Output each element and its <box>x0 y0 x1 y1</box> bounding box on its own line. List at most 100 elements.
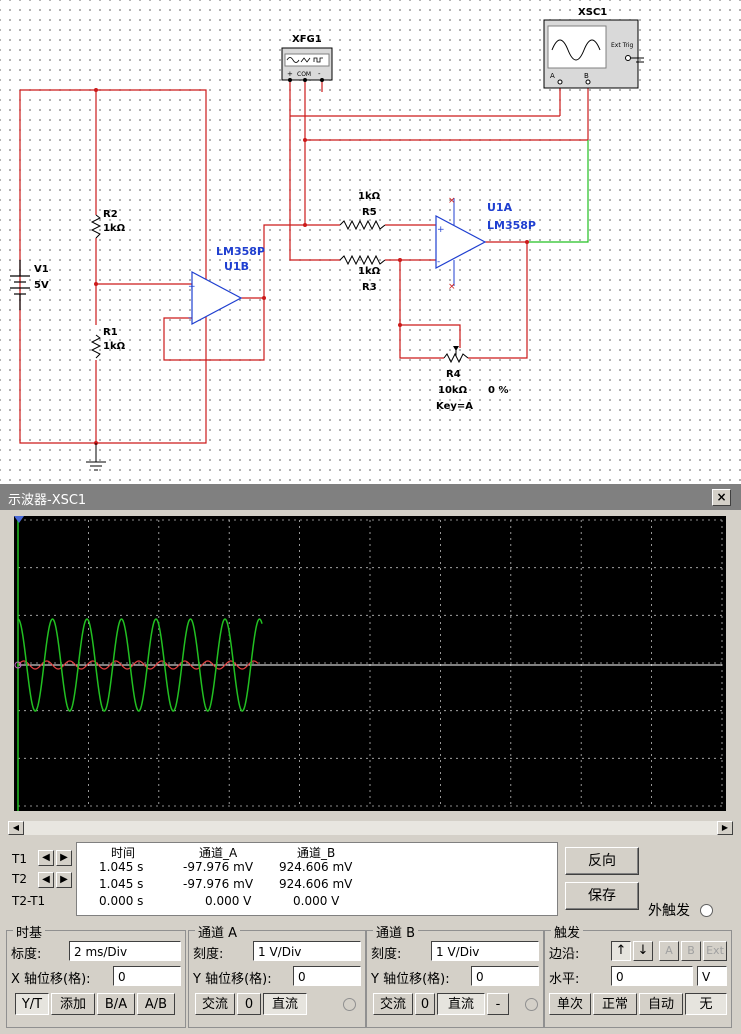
channel-b-dc-button[interactable]: 直流 <box>437 993 485 1015</box>
trigger-source-a-button[interactable]: A <box>659 941 679 961</box>
channel-a-ypos-field[interactable]: 0 <box>293 966 361 986</box>
resistor-r2[interactable] <box>90 214 102 239</box>
channel-b-zero-button[interactable]: 0 <box>415 993 435 1015</box>
u1a-name: U1A <box>487 201 513 214</box>
u1b-plus-sign: + <box>188 282 196 292</box>
trigger-level-unit[interactable]: V <box>697 966 727 986</box>
scroll-left-icon[interactable]: ◀ <box>8 821 24 835</box>
channel-a-radio[interactable] <box>343 998 356 1011</box>
opamp-u1a[interactable]: + - × × <box>435 196 487 292</box>
t1-left-arrow-icon[interactable]: ◀ <box>38 850 54 866</box>
trigger-auto-button[interactable]: 自动 <box>639 993 683 1015</box>
r5-name: R5 <box>362 207 377 218</box>
channel-a-dc-button[interactable]: 直流 <box>263 993 307 1015</box>
xsc-b-label: B <box>584 72 589 80</box>
schematic-canvas[interactable]: V1 5V R2 1kΩ R1 1kΩ + - LM358P U1B 1kΩ R… <box>0 0 741 484</box>
timebase-scale-field[interactable]: 2 ms/Div <box>69 941 181 961</box>
battery-v1[interactable] <box>10 260 30 310</box>
reverse-button[interactable]: 反向 <box>565 847 639 875</box>
trigger-single-button[interactable]: 单次 <box>549 993 591 1015</box>
xsc-a-label: A <box>550 72 555 80</box>
u1b-part: LM358P <box>216 245 265 258</box>
function-generator-xfg1[interactable]: + COM - <box>281 47 333 82</box>
horizontal-scrollbar[interactable]: ◀ ▶ <box>8 821 733 835</box>
r1-value: 1kΩ <box>103 341 126 352</box>
trigger-marker-icon <box>14 661 22 669</box>
trigger-title: 触发 <box>551 922 584 941</box>
mode-yt-button[interactable]: Y/T <box>15 993 49 1015</box>
header-channel-a: 通道_A <box>199 846 238 860</box>
t2-label: T2 <box>12 872 27 886</box>
t2-channel-a: -97.976 mV <box>183 877 254 891</box>
channel-b-ac-button[interactable]: 交流 <box>373 993 413 1015</box>
r3-value: 1kΩ <box>358 266 381 277</box>
mode-ab-button[interactable]: A/B <box>137 993 175 1015</box>
trigger-level-field[interactable]: 0 <box>611 966 693 986</box>
t2-left-arrow-icon[interactable]: ◀ <box>38 872 54 888</box>
r4-percent: 0 % <box>488 385 508 396</box>
potentiometer-r4[interactable] <box>443 346 469 364</box>
t2t1-channel-a: 0.000 V <box>205 894 252 908</box>
t2t1-channel-b: 0.000 V <box>293 894 340 908</box>
xsc-label: XSC1 <box>578 7 607 18</box>
channel-b-scale-label: 刻度: <box>371 947 402 962</box>
channel-a-group: 通道 A 刻度: 1 V/Div Y 轴位移(格): 0 交流 0 直流 <box>188 922 366 1028</box>
timebase-xpos-field[interactable]: 0 <box>113 966 181 986</box>
ext-trigger-radio[interactable] <box>700 904 713 917</box>
u1b-minus-sign: - <box>188 313 191 323</box>
trigger-falling-edge-icon[interactable]: ↓ <box>633 941 653 961</box>
channel-b-radio[interactable] <box>525 998 538 1011</box>
header-time: 时间 <box>111 846 136 860</box>
trigger-none-button[interactable]: 无 <box>685 993 727 1015</box>
channel-a-scale-field[interactable]: 1 V/Div <box>253 941 361 961</box>
u1a-plus-sign: + <box>437 225 445 235</box>
v1-name: V1 <box>34 264 49 275</box>
close-button[interactable]: × <box>712 489 731 506</box>
cursor-t1-handle-icon[interactable] <box>14 516 24 523</box>
window-title: 示波器-XSC1 <box>8 493 87 508</box>
r1-name: R1 <box>103 327 118 338</box>
resistor-r1[interactable] <box>90 334 102 359</box>
trigger-source-b-button[interactable]: B <box>681 941 701 961</box>
scope-screen[interactable] <box>14 516 726 811</box>
save-button[interactable]: 保存 <box>565 882 639 910</box>
window-titlebar[interactable]: 示波器-XSC1 × <box>0 484 741 510</box>
t2-channel-b: 924.606 mV <box>279 877 353 891</box>
resistor-r3[interactable] <box>339 254 386 266</box>
channel-a-zero-button[interactable]: 0 <box>237 993 261 1015</box>
channel-b-scale-field[interactable]: 1 V/Div <box>431 941 539 961</box>
channel-b-group: 通道 B 刻度: 1 V/Div Y 轴位移(格): 0 交流 0 直流 - <box>366 922 544 1028</box>
opamp-u1b[interactable]: + - <box>188 271 243 325</box>
xfg-com: COM <box>297 71 311 78</box>
t1-right-arrow-icon[interactable]: ▶ <box>56 850 72 866</box>
t1-label: T1 <box>12 852 27 866</box>
r2-value: 1kΩ <box>103 223 126 234</box>
mode-add-button[interactable]: 添加 <box>51 993 95 1015</box>
channel-b-ypos-field[interactable]: 0 <box>471 966 539 986</box>
u1b-name: U1B <box>224 260 249 273</box>
timebase-scale-label: 标度: <box>11 947 42 962</box>
mode-ba-button[interactable]: B/A <box>97 993 135 1015</box>
r4-name: R4 <box>446 369 461 380</box>
r4-value: 10kΩ <box>438 385 468 396</box>
trigger-group: 触发 边沿: ↑ ↓ A B Ext 水平: 0 V 单次 正常 自动 无 <box>544 922 732 1028</box>
trigger-normal-button[interactable]: 正常 <box>593 993 637 1015</box>
v1-value: 5V <box>34 280 49 291</box>
ext-trigger-label: 外触发 <box>648 903 690 919</box>
channel-a-ac-button[interactable]: 交流 <box>195 993 235 1015</box>
trace-channel-b <box>17 618 263 712</box>
channel-b-minus-button[interactable]: - <box>487 993 509 1015</box>
scroll-right-icon[interactable]: ▶ <box>717 821 733 835</box>
svg-text:×: × <box>448 282 456 292</box>
oscilloscope-xsc1-icon[interactable]: Ext Trig A B <box>543 19 644 89</box>
oscilloscope-window: 示波器-XSC1 × ◀ ▶ T1 ◀ ▶ T2 ◀ ▶ T2-T1 时间 通道… <box>0 484 741 1034</box>
measurement-readout: 时间 通道_A 通道_B 1.045 s -97.976 mV 924.606 … <box>76 842 558 916</box>
u1a-minus-sign: - <box>437 257 440 267</box>
red-wires <box>19 74 589 444</box>
green-wire <box>527 140 589 243</box>
trigger-level-label: 水平: <box>549 972 580 987</box>
trigger-source-ext-button[interactable]: Ext <box>703 941 727 961</box>
trigger-rising-edge-icon[interactable]: ↑ <box>611 941 631 961</box>
resistor-r5[interactable] <box>339 219 386 231</box>
t2-right-arrow-icon[interactable]: ▶ <box>56 872 72 888</box>
